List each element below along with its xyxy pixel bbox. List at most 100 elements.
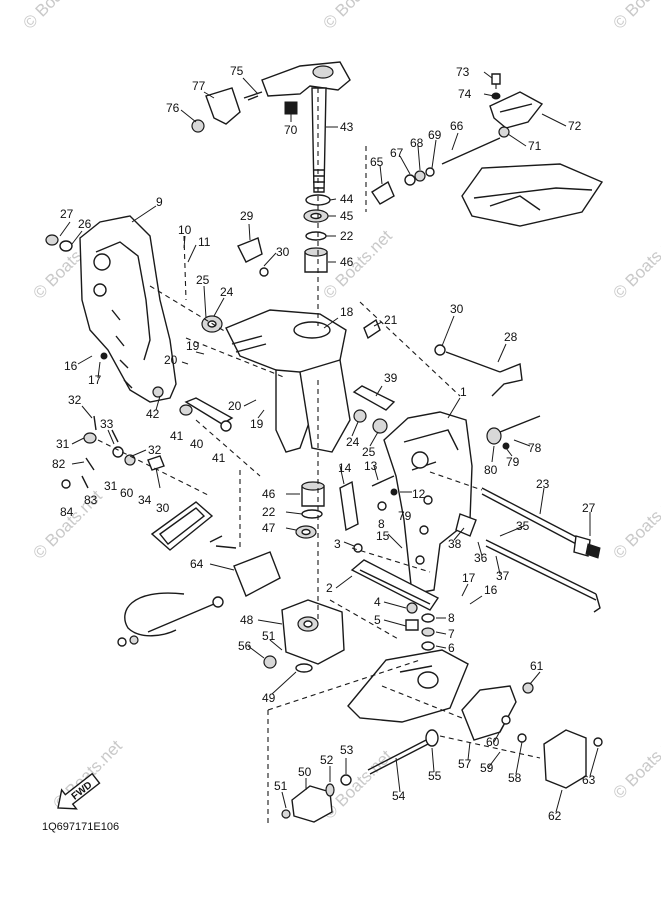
callout-15: 15: [376, 529, 390, 543]
callout-31-left: 31: [56, 437, 70, 451]
callout-41-right: 41: [212, 451, 226, 465]
callout-20-upper: 20: [164, 353, 178, 367]
callout-39: 39: [384, 371, 398, 385]
callout-53: 53: [340, 743, 354, 757]
callout-12: 12: [412, 487, 426, 501]
callout-20-center: 20: [228, 399, 242, 413]
callout-2: 2: [326, 581, 333, 595]
callout-49: 49: [262, 691, 276, 705]
callout-10: 10: [178, 223, 192, 237]
tilt-stop-lever: [489, 73, 544, 138]
callout-33: 33: [100, 417, 114, 431]
callout-54: 54: [392, 789, 406, 803]
callout-25-upper: 25: [196, 273, 210, 287]
tilt-handle: [117, 592, 224, 647]
callout-16-left: 16: [64, 359, 78, 373]
callout-31-center: 31: [104, 479, 118, 493]
callout-71: 71: [528, 139, 542, 153]
cover-plate: [150, 501, 281, 597]
rubber-damper: [517, 729, 603, 789]
callout-36: 36: [474, 551, 488, 565]
callout-45: 45: [340, 209, 354, 223]
callout-61: 61: [530, 659, 544, 673]
trim-rod: [455, 513, 601, 613]
callout-48: 48: [240, 613, 254, 627]
steering-arm-bracket: [191, 61, 351, 133]
callout-24-center: 24: [346, 435, 360, 449]
callout-70: 70: [284, 123, 298, 137]
shaft-bushings-upper: [303, 194, 331, 273]
callout-4: 4: [374, 595, 381, 609]
callout-79-center: 79: [398, 509, 412, 523]
parts: [45, 61, 604, 823]
callout-83: 83: [84, 493, 98, 507]
callout-47: 47: [262, 521, 276, 535]
dashed-guides: [97, 84, 541, 826]
drawing-code: 1Q697171E106: [42, 821, 119, 833]
callout-29: 29: [240, 209, 254, 223]
mount-bolt: [367, 729, 439, 775]
swivel-bracket: [201, 237, 381, 453]
callout-32-left: 32: [68, 393, 82, 407]
leader-lines: [59, 71, 599, 813]
callout-25-center: 25: [362, 445, 376, 459]
callout-72: 72: [568, 119, 582, 133]
callout-18: 18: [340, 305, 354, 319]
callout-32-center: 32: [148, 443, 162, 457]
thrust-rod-plate: [350, 543, 440, 611]
callout-3: 3: [334, 537, 341, 551]
left-small-hardware: [61, 415, 165, 489]
callout-55: 55: [428, 769, 442, 783]
callout-24-upper: 24: [220, 285, 234, 299]
callout-75: 75: [230, 64, 244, 78]
callout-30-upper: 30: [276, 245, 290, 259]
callout-58: 58: [508, 771, 522, 785]
watermark-8: © Boats.net: [609, 486, 661, 563]
callout-8-upper: 8: [378, 517, 385, 531]
callout-17-left: 17: [88, 373, 102, 387]
callout-69: 69: [428, 128, 442, 142]
callout-68: 68: [410, 136, 424, 150]
callout-labels: 75 77 76 70 43 73 74 72 71 66 69 68 67 6…: [52, 64, 596, 823]
callout-14: 14: [338, 461, 352, 475]
callout-60-right: 60: [486, 735, 500, 749]
callout-76: 76: [166, 101, 180, 115]
callout-17-right: 17: [462, 571, 476, 585]
callout-40: 40: [190, 437, 204, 451]
callout-30-right: 30: [450, 302, 464, 316]
callout-41-left: 41: [170, 429, 184, 443]
tilt-tube: [352, 385, 396, 434]
swivel-pin-parts: [152, 386, 234, 432]
callout-43: 43: [340, 120, 354, 134]
callout-82: 82: [52, 457, 66, 471]
callout-16-right: 16: [484, 583, 498, 597]
tilt-rod-upper: [434, 344, 523, 397]
callout-73: 73: [456, 65, 470, 79]
callout-59: 59: [480, 761, 494, 775]
center-hardware: [339, 475, 398, 532]
callout-60-left: 60: [120, 486, 134, 500]
callout-57: 57: [458, 757, 472, 771]
callout-84: 84: [60, 505, 74, 519]
callout-46-lower: 46: [262, 487, 276, 501]
callout-23: 23: [536, 477, 550, 491]
callout-46-upper: 46: [340, 255, 354, 269]
watermark-2: © Boats.net: [319, 0, 396, 33]
watermark-5: © Boats.net: [319, 226, 396, 303]
tilt-pin: [481, 487, 601, 559]
callout-66: 66: [450, 119, 464, 133]
callout-27-left: 27: [60, 207, 74, 221]
shaft-bushings-lower: [295, 481, 325, 539]
callout-74: 74: [458, 87, 472, 101]
callout-51-upper: 51: [262, 629, 276, 643]
callout-21: 21: [384, 313, 398, 327]
callout-67: 67: [390, 146, 404, 160]
steering-shaft: [311, 87, 327, 193]
tilt-lock-pad: [441, 137, 604, 227]
watermark-1: © Boats.net: [19, 0, 96, 33]
callout-62: 62: [548, 809, 562, 823]
callout-1: 1: [460, 385, 467, 399]
callout-38: 38: [448, 537, 462, 551]
callout-79-right: 79: [506, 455, 520, 469]
watermark-6: © Boats.net: [609, 226, 661, 303]
